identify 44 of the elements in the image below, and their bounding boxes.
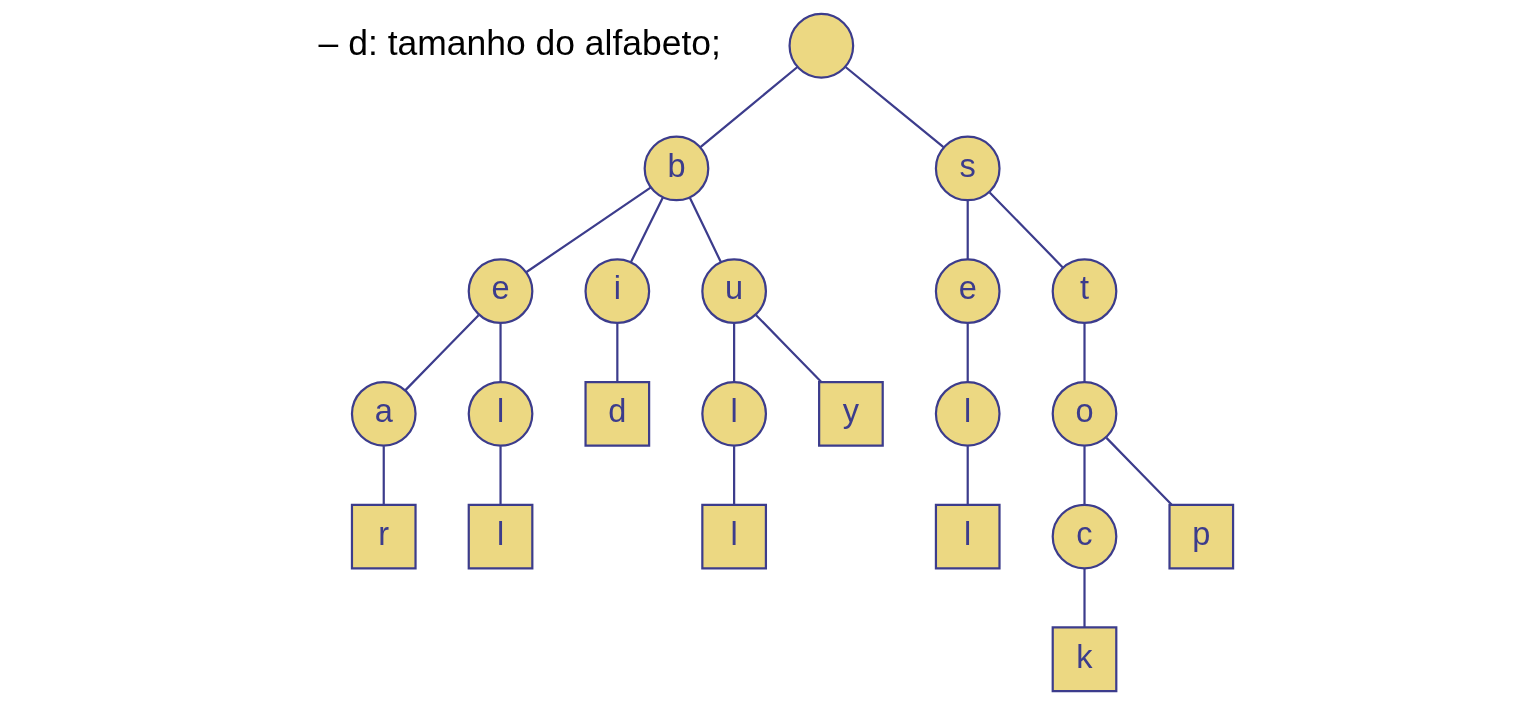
connector	[966, 446, 969, 505]
connector	[616, 323, 619, 383]
node-circle: s	[934, 135, 1001, 202]
node-box: d	[584, 380, 651, 447]
connector	[755, 314, 822, 383]
node-box: y	[818, 380, 884, 447]
node-box: r	[350, 503, 417, 570]
node-circle: i	[584, 258, 651, 325]
connector	[1083, 568, 1086, 628]
connector	[1083, 446, 1086, 505]
node-box: l	[467, 503, 534, 570]
connector	[1105, 437, 1173, 506]
connector	[499, 323, 502, 383]
node-circle: a	[350, 380, 417, 447]
connector	[966, 200, 969, 260]
node-box: k	[1051, 626, 1118, 693]
connector	[844, 66, 945, 148]
node-box: l	[934, 503, 1001, 570]
connector	[525, 186, 652, 274]
node-circle: t	[1051, 258, 1118, 325]
connector	[733, 323, 736, 383]
node-circle	[788, 12, 855, 79]
node-box: p	[1168, 503, 1235, 570]
connector	[988, 191, 1064, 269]
node-circle: u	[701, 258, 767, 325]
connector	[733, 446, 736, 505]
node-box: l	[701, 503, 767, 570]
node-circle: l	[701, 380, 767, 447]
connector	[630, 197, 664, 263]
node-circle: e	[934, 258, 1001, 325]
label: – d: tamanho do alfabeto;	[318, 22, 721, 63]
connector	[966, 323, 969, 383]
connector	[499, 446, 502, 505]
node-circle: l	[467, 380, 534, 447]
connector	[382, 446, 385, 505]
connector	[1083, 323, 1086, 383]
node-circle: o	[1051, 380, 1118, 447]
node-circle: b	[643, 135, 710, 202]
connector	[404, 314, 480, 392]
node-circle: e	[467, 258, 534, 325]
connector	[699, 66, 799, 148]
node-circle: l	[934, 380, 1001, 447]
connector	[688, 197, 722, 263]
node-circle: c	[1051, 503, 1118, 570]
